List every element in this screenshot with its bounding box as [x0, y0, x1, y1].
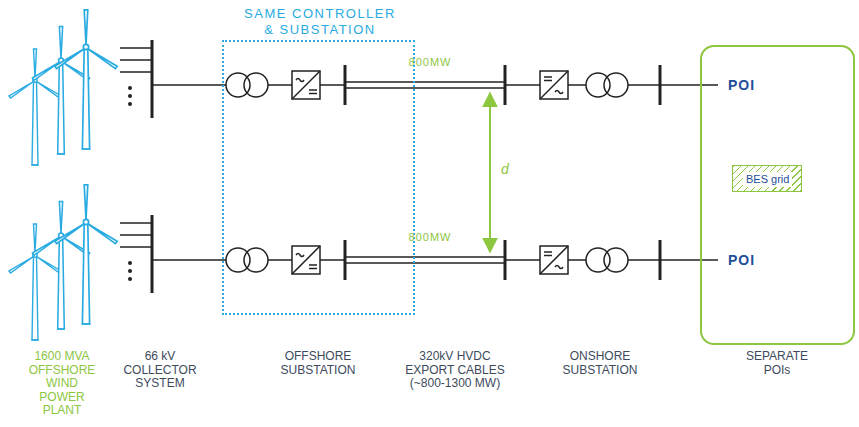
- plant-caption: 1600 MVA OFFSHORE WIND POWER PLANT: [27, 350, 97, 418]
- bes-grid-label: BES grid: [743, 172, 792, 187]
- distance-arrow: [489, 93, 491, 252]
- poi-caption: SEPARATE POIs: [741, 350, 813, 377]
- poi-label: POI: [728, 252, 755, 269]
- distance-label: d: [501, 163, 509, 177]
- bes-grid-box: BES grid: [732, 165, 802, 192]
- export-circuit: [120, 40, 718, 118]
- export-circuit: [120, 215, 718, 293]
- cable-rating: 800MW: [409, 56, 452, 70]
- wind-turbines: [9, 10, 117, 340]
- poi-label: POI: [728, 77, 755, 94]
- cable-caption: 320kV HVDC EXPORT CABLES (~800-1300 MW): [399, 350, 511, 391]
- onshore-caption: ONSHORE SUBSTATION: [554, 350, 646, 377]
- offshore-caption: OFFSHORE SUBSTATION: [272, 350, 364, 377]
- collector-caption: 66 kV COLLECTOR SYSTEM: [119, 350, 201, 391]
- poi-region: POI POI BES grid: [700, 45, 855, 345]
- cable-rating: 800MW: [409, 231, 452, 245]
- controller-region: SAME CONTROLLER & SUBSTATION: [222, 40, 415, 315]
- region-heading: SAME CONTROLLER & SUBSTATION: [240, 6, 400, 38]
